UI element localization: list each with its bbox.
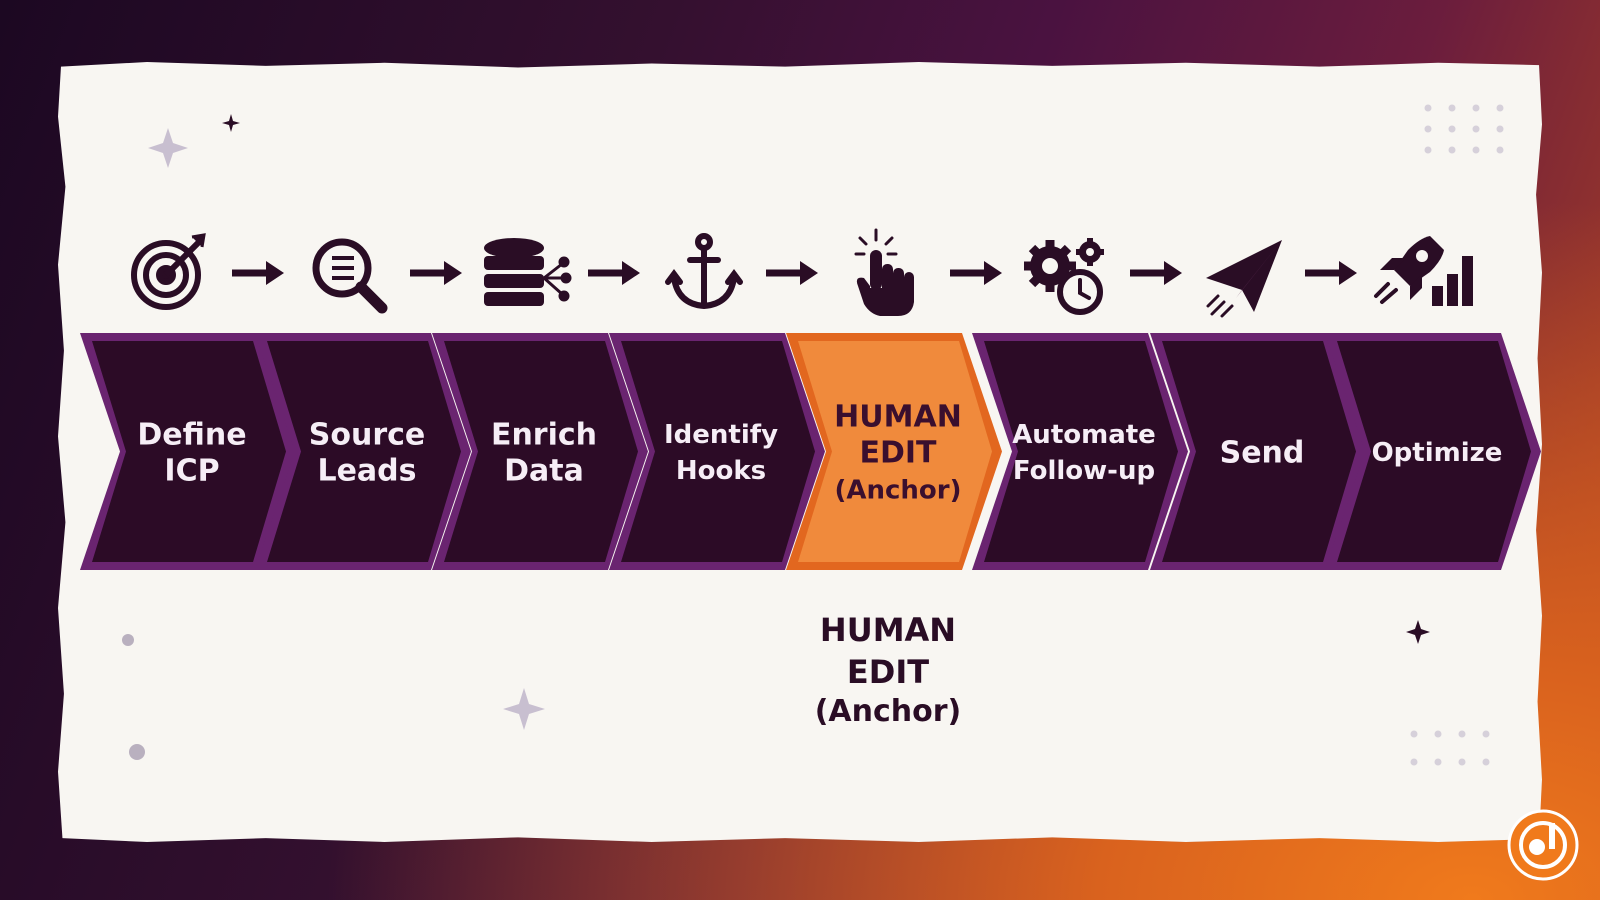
step-label: Send [1220, 435, 1305, 470]
step-label: ICP [164, 453, 219, 488]
rocket-chart-icon [1374, 236, 1473, 306]
gears-clock-icon [1024, 238, 1104, 315]
target-icon [131, 233, 206, 310]
dot-decoration [122, 634, 145, 760]
anchor-icon [665, 233, 743, 310]
chevron-body [267, 341, 461, 562]
chevron-body [798, 341, 992, 562]
process-step: Optimize [1325, 333, 1541, 570]
step-label: Optimize [1372, 438, 1503, 468]
arrow-icon [410, 261, 462, 285]
chevron-row: DefineICPSourceLeadsEnrichDataIdentifyHo… [80, 333, 1541, 570]
step-label: Data [504, 453, 584, 488]
dot-grid-decoration [1410, 730, 1490, 766]
arrow-icon [232, 261, 284, 285]
process-step: Send [1150, 333, 1366, 570]
sparkle-decoration [148, 128, 545, 730]
arrow-icon [1305, 261, 1357, 285]
callout-label: HUMAN EDIT (Anchor) [815, 611, 962, 729]
database-icon [484, 238, 572, 306]
callout-line: (Anchor) [815, 694, 962, 729]
callout-line: EDIT [847, 653, 929, 691]
arrow-icon [588, 261, 640, 285]
step-label: (Anchor) [834, 475, 961, 505]
chevron-body [984, 341, 1178, 562]
step-label: Enrich [491, 417, 597, 452]
brand-logo [1507, 809, 1579, 881]
chevron-body [92, 341, 286, 562]
step-label: Follow-up [1013, 456, 1155, 486]
step-label: EDIT [859, 435, 937, 470]
chevron-body [1337, 341, 1531, 562]
step-label: HUMAN [834, 399, 962, 434]
step-label: Leads [317, 453, 416, 488]
paper-plane-icon [1206, 240, 1282, 318]
callout-line: HUMAN [820, 611, 956, 649]
dot-grid-decoration [1424, 104, 1504, 154]
step-label: Automate [1012, 420, 1156, 450]
arrow-icon [950, 261, 1002, 285]
flow-arrows [232, 261, 1357, 285]
step-label: Source [309, 417, 426, 452]
chevron-body [621, 341, 815, 562]
hand-click-icon [854, 228, 914, 316]
chevron-body [1162, 341, 1356, 562]
step-label: Define [137, 417, 246, 452]
step-label: Identify [664, 420, 778, 450]
star-decoration [222, 114, 1430, 644]
chevron-body [444, 341, 638, 562]
search-list-icon [312, 238, 388, 314]
arrow-icon [1130, 261, 1182, 285]
step-label: Hooks [676, 456, 766, 486]
arrow-icon [766, 261, 818, 285]
